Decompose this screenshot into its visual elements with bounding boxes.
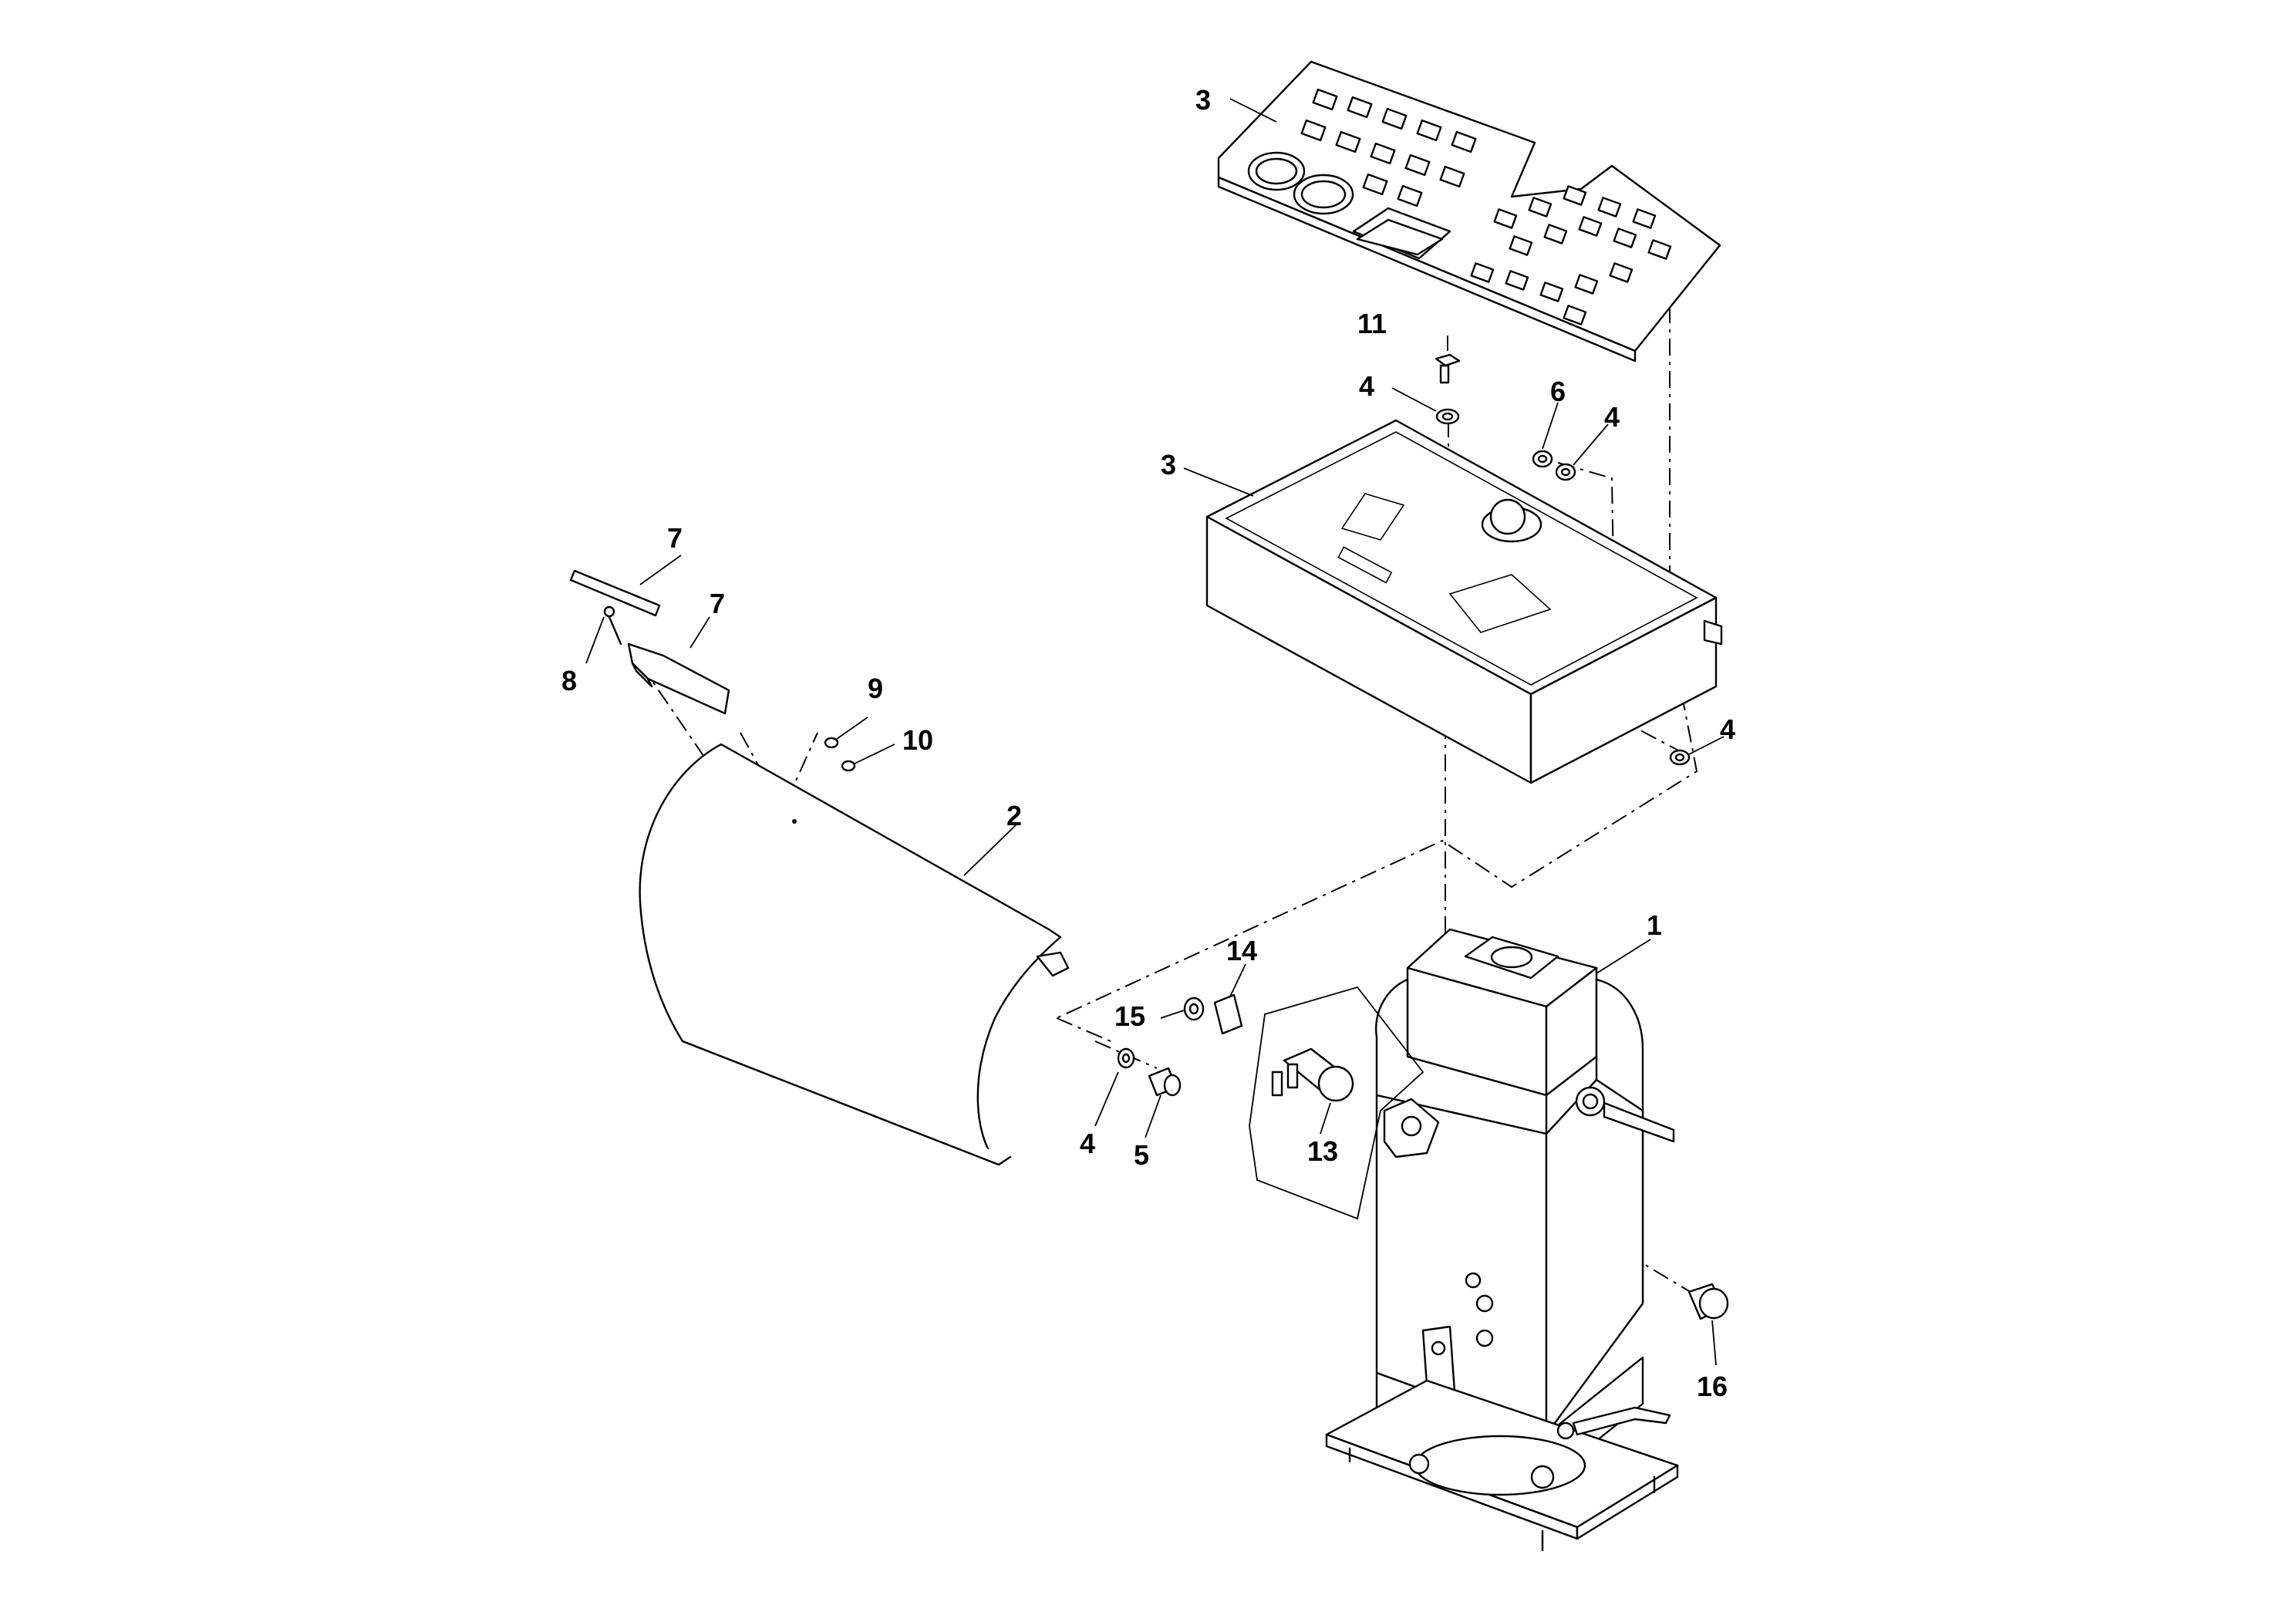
callout-11: 11: [1357, 308, 1387, 339]
callout-10: 10: [902, 724, 933, 756]
callout-1: 1: [1647, 909, 1662, 941]
key-switch-13: [1271, 1047, 1354, 1102]
bolt-5: [1148, 1067, 1182, 1097]
callout-5: 5: [1134, 1139, 1149, 1171]
callout-9: 9: [868, 673, 883, 704]
pedestal-column: [1325, 928, 1679, 1552]
callout-2: 2: [1006, 800, 1022, 831]
callout-4-washer-low: 4: [1080, 1128, 1095, 1159]
callout-16: 16: [1697, 1371, 1728, 1402]
callout-4-washer-mid: 4: [1604, 401, 1620, 433]
bolt-11: [1435, 353, 1461, 384]
callout-3-box: 3: [1161, 449, 1176, 481]
callout-4-washer-top: 4: [1359, 370, 1374, 402]
callout-7-strip: 7: [667, 522, 683, 554]
callout-4-washer-right: 4: [1720, 713, 1735, 745]
callout-labels: 3 11 4 6 4 3 4 7 7 8 9 10 2 1 14 15 13 4…: [561, 84, 1735, 1402]
callout-8: 8: [561, 665, 577, 696]
nut-10: [841, 760, 856, 772]
leader-lines: [585, 98, 1725, 1366]
control-box: [1205, 419, 1723, 784]
small-parts: [824, 353, 1729, 1320]
callout-13: 13: [1307, 1135, 1338, 1167]
callout-3-panel: 3: [1195, 84, 1211, 116]
callout-6: 6: [1550, 376, 1566, 407]
callout-14: 14: [1226, 935, 1257, 966]
panel-switches: [1300, 88, 1672, 325]
callout-7-handle: 7: [710, 588, 725, 619]
cover-shell: [639, 743, 1070, 1166]
callout-15: 15: [1114, 1000, 1145, 1032]
screw-9: [824, 737, 839, 749]
knob-16: [1687, 1283, 1729, 1320]
handle-assembly: [569, 569, 730, 715]
holder-14: [1213, 993, 1243, 1035]
control-panel-plate: [1217, 60, 1721, 363]
